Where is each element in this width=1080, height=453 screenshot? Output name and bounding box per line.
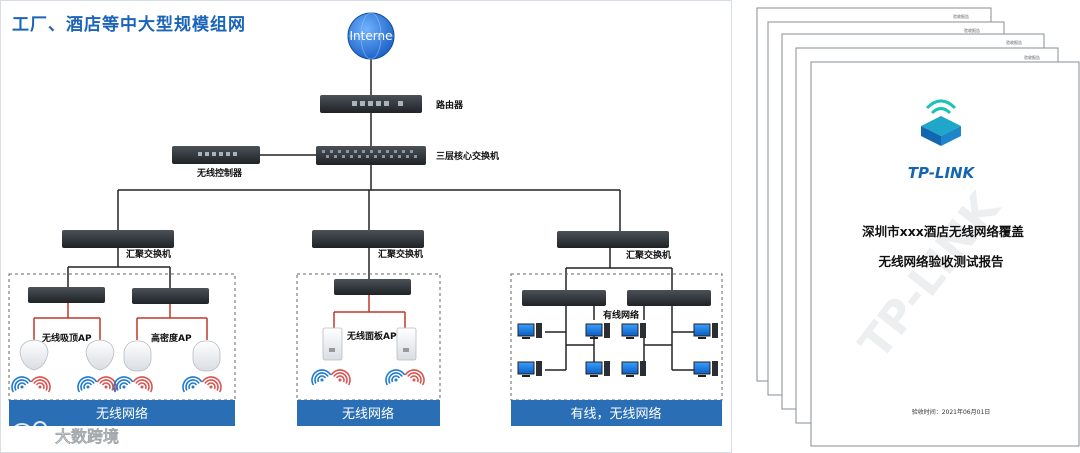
bottom-bars: [9, 400, 722, 426]
desktop-pc-icon: [621, 323, 646, 339]
aggregation-switch-middle-label: 汇聚交换机: [378, 248, 423, 260]
ap-links: [33, 295, 406, 340]
bottom-bar-middle: [297, 400, 440, 426]
wifi-signal-icon: [113, 376, 134, 393]
wifi-signal-icon: [96, 376, 117, 393]
aggregation-switch-middle-icon: [312, 230, 424, 248]
wifi-signal-icon: [30, 376, 51, 393]
desktop-pc-icon: [693, 361, 718, 377]
desktop-pc-icon: [517, 361, 542, 377]
panel-ap-icon: [322, 327, 343, 361]
network-links: [67, 58, 700, 371]
wifi-signal-icon: [182, 376, 203, 393]
wifi-signal-icon: [404, 369, 425, 386]
access-switch-icon: [132, 288, 209, 304]
wifi-signal-icon: [132, 376, 153, 393]
bottom-bar-right-label: 有线，无线网络: [570, 406, 661, 422]
report-stack: 验收报告 验收报告 验收报告 验收报告 TP-LINK: [756, 7, 1080, 447]
panel-ap-icon: [396, 327, 417, 361]
diagram-title: 工厂、酒店等中大型规模组网: [12, 15, 246, 35]
wifi-signal-icon: [330, 369, 351, 386]
panel-ap-label: 无线面板AP: [346, 330, 397, 342]
desktop-pc-icon: [693, 323, 718, 339]
report-brand: TP-LINK: [908, 164, 976, 182]
svg-text:验收报告: 验收报告: [1024, 54, 1040, 60]
svg-text:验收报告: 验收报告: [953, 13, 969, 19]
wifi-signal-icon: [385, 369, 406, 386]
desktop-pc-icon: [517, 323, 542, 339]
wireless-controller-icon: [172, 146, 260, 164]
aggregation-switch-right-label: 汇聚交换机: [626, 249, 671, 261]
group-box-middle: [296, 273, 441, 401]
ceiling-ap-icon: [85, 339, 115, 371]
aggregation-switch-left-icon: [62, 230, 174, 248]
wifi-signal-icon: [311, 369, 332, 386]
wifi-signals: [11, 369, 425, 393]
high-density-ap-icon: [123, 340, 152, 372]
wifi-signal-icon: [77, 376, 98, 393]
watermark-text: 大数跨境: [55, 427, 119, 446]
internet-globe-icon: [347, 12, 395, 60]
tp-link-logo-icon: [921, 99, 961, 146]
report-title-line2: 无线网络验收测试报告: [877, 254, 1004, 269]
router-label: 路由器: [436, 99, 464, 111]
watermark-logo-icon: [11, 421, 47, 445]
wifi-signal-icon: [201, 376, 222, 393]
core-switch-icon: [316, 146, 426, 165]
svg-text:验收报告: 验收报告: [1006, 39, 1022, 45]
ceiling-ap-label: 无线吸顶AP: [41, 332, 92, 344]
bottom-bar-middle-label: 无线网络: [342, 406, 394, 422]
desktop-pc-icon: [585, 361, 610, 377]
report-front-page: TP-LINK TP-LINK 深圳市xxx酒店无线网络覆盖 无线网络验收测试报…: [810, 61, 1080, 447]
pc-group: [517, 323, 718, 377]
bottom-bar-right: [511, 400, 722, 426]
access-switch-icon: [522, 290, 606, 306]
wireless-controller-label: 无线控制器: [196, 167, 243, 179]
wired-network-label: 有线网络: [603, 309, 639, 321]
desktop-pc-icon: [621, 361, 646, 377]
core-switch-label: 三层核心交换机: [436, 150, 499, 162]
access-switch-icon: [334, 279, 411, 295]
access-switch-icon: [627, 290, 711, 306]
bottom-bar-left-label: 无线网络: [96, 406, 148, 422]
report-title-line1: 深圳市xxx酒店无线网络覆盖: [862, 224, 1024, 239]
internet-label: Interne: [350, 29, 393, 43]
wifi-signal-icon: [11, 376, 32, 393]
report-date: 验收时间：2021年06月01日: [912, 408, 991, 416]
aggregation-switch-right-icon: [557, 231, 669, 248]
access-switch-icon: [28, 287, 105, 303]
router-icon: [320, 95, 422, 113]
ceiling-ap-icon: [19, 339, 49, 371]
svg-text:验收报告: 验收报告: [964, 27, 980, 33]
desktop-pc-icon: [585, 323, 610, 339]
high-density-ap-icon: [192, 340, 221, 372]
aggregation-switch-left-label: 汇聚交换机: [126, 248, 171, 260]
bottom-bar-left: [9, 400, 235, 426]
high-density-ap-label: 高密度AP: [151, 332, 192, 344]
